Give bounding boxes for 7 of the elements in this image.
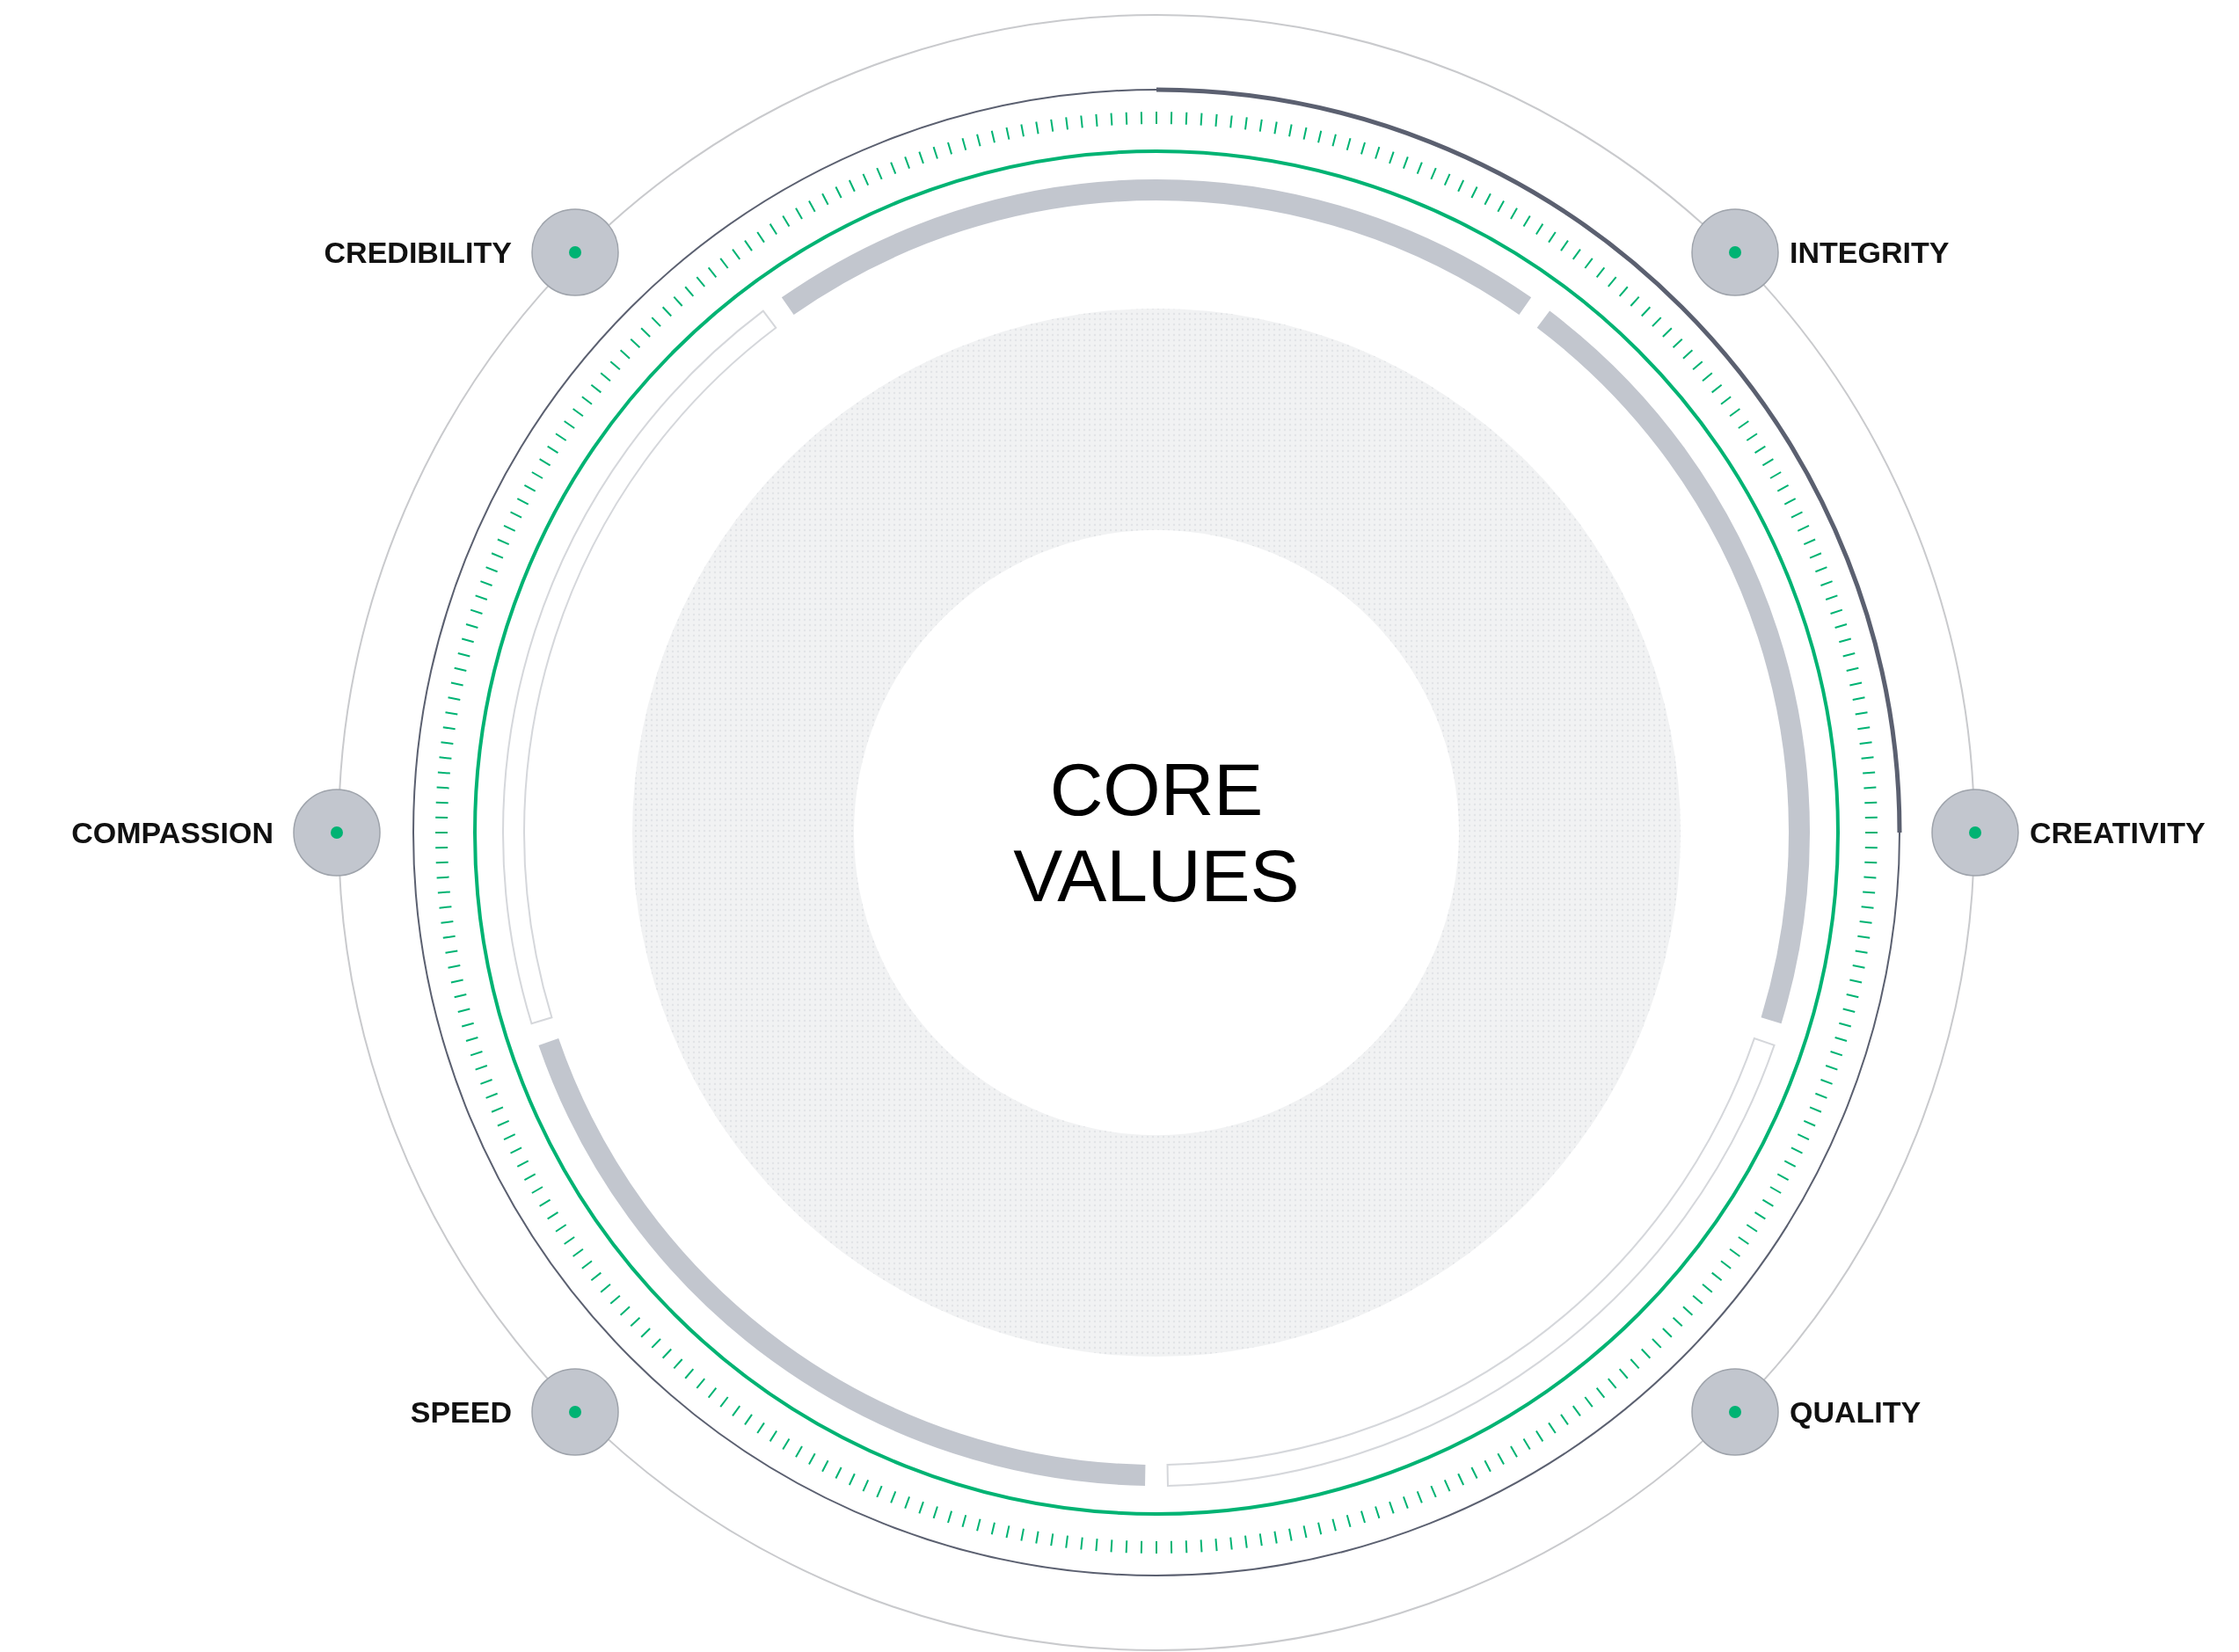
value-label: QUALITY [1790,1393,1922,1431]
value-label: CREDIBILITY [324,233,512,272]
value-label: COMPASSION [71,813,273,852]
value-label: CREATIVITY [2030,813,2206,852]
center-title: CORE VALUES [910,746,1403,919]
value-label: INTEGRITY [1790,233,1950,272]
value-label: SPEED [410,1393,512,1431]
